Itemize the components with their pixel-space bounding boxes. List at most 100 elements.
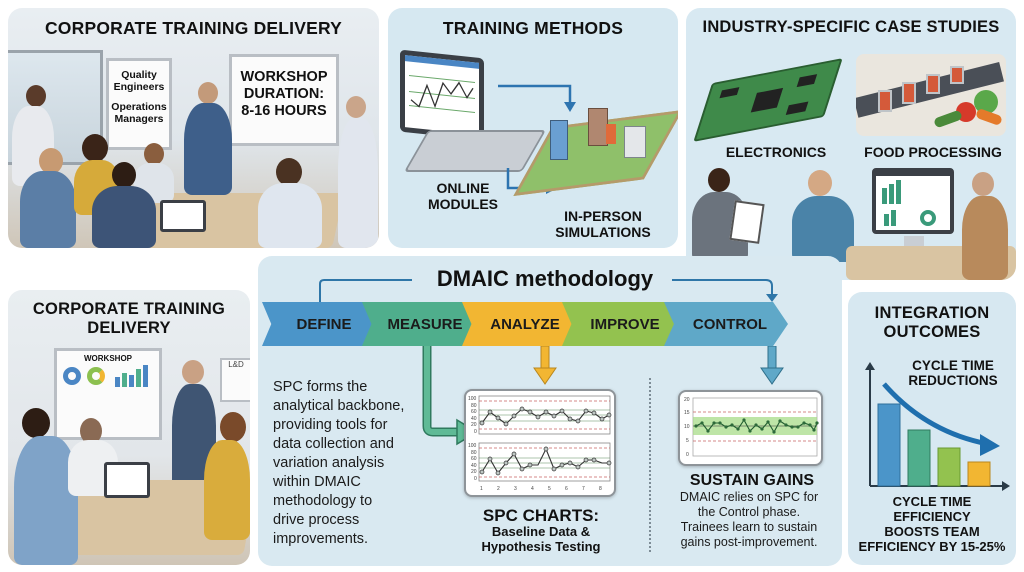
- text-line: Trainees learn to sustain: [680, 520, 818, 534]
- title-line: INTEGRATION: [874, 304, 990, 322]
- seated-person: [92, 186, 156, 248]
- phase-improve: IMPROVE: [562, 302, 680, 346]
- text-line: gains post-improvement.: [680, 535, 818, 549]
- side-board: L&D: [220, 358, 250, 402]
- person-head: [82, 134, 108, 162]
- title-line: OUTCOMES: [883, 323, 981, 341]
- person-head: [26, 85, 46, 107]
- person-head: [276, 158, 302, 186]
- flipchart-line: Quality: [121, 69, 157, 81]
- svg-text:5: 5: [686, 438, 689, 444]
- online-modules-label: ONLINE MODULES: [408, 180, 518, 212]
- text-line: CYCLE TIME: [892, 494, 972, 509]
- text-line: BOOSTS TEAM: [884, 524, 980, 539]
- person-head: [972, 172, 994, 196]
- person-head: [39, 148, 63, 174]
- text-line: analytical backbone,: [273, 398, 405, 414]
- svg-text:100: 100: [468, 396, 477, 402]
- phase-define: DEFINE: [262, 302, 378, 346]
- text-line: data collection and: [273, 436, 394, 452]
- text-line: DMAIC relies on SPC for: [679, 490, 819, 504]
- sustain-gains-heading: SUSTAIN GAINS: [689, 472, 815, 489]
- person-head: [182, 360, 204, 384]
- spc-charts-heading: SPC CHARTS:: [482, 506, 600, 525]
- label-line: ONLINE: [436, 180, 490, 196]
- svg-text:40: 40: [471, 416, 477, 422]
- flipchart-line: Operations: [111, 101, 167, 113]
- control-chart: 20 15 10 5 0: [684, 397, 819, 458]
- side-board-label: L&D: [228, 360, 244, 369]
- seated-person: [20, 171, 76, 248]
- text-line: variation analysis: [273, 455, 385, 471]
- svg-text:80: 80: [471, 403, 477, 409]
- svg-text:3: 3: [514, 486, 517, 492]
- flipchart-line: Managers: [114, 113, 164, 125]
- svg-text:60: 60: [471, 409, 477, 415]
- svg-text:20: 20: [684, 397, 690, 403]
- svg-text:0: 0: [474, 476, 477, 482]
- svg-text:20: 20: [471, 422, 477, 428]
- person-seated: [792, 196, 854, 262]
- presenter: [184, 103, 232, 195]
- efficiency-outcome-text: CYCLE TIME EFFICIENCY BOOSTS TEAM EFFICI…: [848, 494, 1016, 554]
- building-icon: [588, 108, 608, 146]
- title-line: DELIVERY: [87, 319, 171, 337]
- seated-person: [14, 436, 78, 565]
- spc-intro-text: SPC forms the analytical backbone, provi…: [273, 378, 473, 549]
- svg-text:0: 0: [474, 429, 477, 435]
- laptop-icon: [160, 200, 206, 232]
- person-pointing: [962, 196, 1008, 280]
- person-head: [220, 412, 246, 442]
- panel-title: INTEGRATION OUTCOMES: [848, 304, 1016, 342]
- title-line: CORPORATE TRAINING: [32, 300, 226, 318]
- text-line: SPC forms the: [273, 379, 368, 395]
- building-icon: [550, 120, 568, 160]
- cycle-time-reductions-label: CYCLE TIME REDUCTIONS: [888, 358, 1016, 388]
- text-line: providing tools for: [273, 417, 388, 433]
- analyze-arrow-icon: [533, 346, 557, 385]
- text-line: Hypothesis Testing: [481, 539, 601, 554]
- flipchart-line: Engineers: [113, 81, 165, 93]
- board-title: WORKSHOP: [84, 354, 132, 363]
- svg-text:20: 20: [471, 469, 477, 475]
- person-head: [346, 96, 366, 118]
- svg-text:7: 7: [582, 486, 585, 492]
- whiteboard-line: WORKSHOP: [240, 69, 328, 85]
- in-person-simulations-label: IN-PERSON SIMULATIONS: [538, 208, 668, 240]
- svg-text:100: 100: [468, 443, 477, 449]
- text-line: methodology to: [273, 493, 373, 509]
- dmaic-loop-arrow-icon: [319, 279, 778, 304]
- building-icon: [624, 126, 646, 158]
- phase-analyze: ANALYZE: [462, 302, 580, 346]
- panel-title: CORPORATE TRAINING DELIVERY: [8, 300, 250, 338]
- svg-text:0: 0: [686, 452, 689, 458]
- text-line: improvements.: [273, 531, 369, 547]
- label-line: MODULES: [428, 196, 498, 213]
- text-line: Baseline Data &: [491, 524, 591, 539]
- integration-outcomes-panel: INTEGRATION OUTCOMES CYCLE TIME REDUCTIO…: [848, 292, 1016, 565]
- panel-title: INDUSTRY-SPECIFIC CASE STUDIES: [702, 18, 1000, 36]
- text-line: EFFICIENCY: [893, 509, 971, 524]
- dmaic-title: DMAIC methodology: [436, 266, 654, 291]
- svg-text:10: 10: [684, 424, 690, 430]
- workshop-board: WORKSHOP: [54, 348, 162, 440]
- svg-text:15: 15: [684, 410, 690, 416]
- label-line: CYCLE TIME: [912, 358, 994, 373]
- label-line: REDUCTIONS: [908, 373, 998, 388]
- svg-text:60: 60: [471, 456, 477, 462]
- label-line: IN-PERSON: [564, 208, 642, 224]
- sustain-gains-text: DMAIC relies on SPC for the Control phas…: [656, 490, 842, 550]
- text-line: EFFICIENCY BY 15-25%: [858, 539, 1006, 554]
- person-head: [22, 408, 50, 438]
- person-head: [80, 418, 102, 444]
- panel-title: CORPORATE TRAINING DELIVERY: [44, 18, 343, 38]
- seated-person: [204, 440, 250, 540]
- food-processing-illustration: [856, 54, 1006, 136]
- corporate-training-delivery-panel-2: CORPORATE TRAINING DELIVERY WORKSHOP L&D: [8, 290, 250, 565]
- person-head: [198, 82, 218, 104]
- svg-text:4: 4: [531, 486, 534, 492]
- person-head: [144, 143, 164, 165]
- spc-line-chart-icon: [409, 75, 475, 113]
- seated-person: [258, 183, 322, 248]
